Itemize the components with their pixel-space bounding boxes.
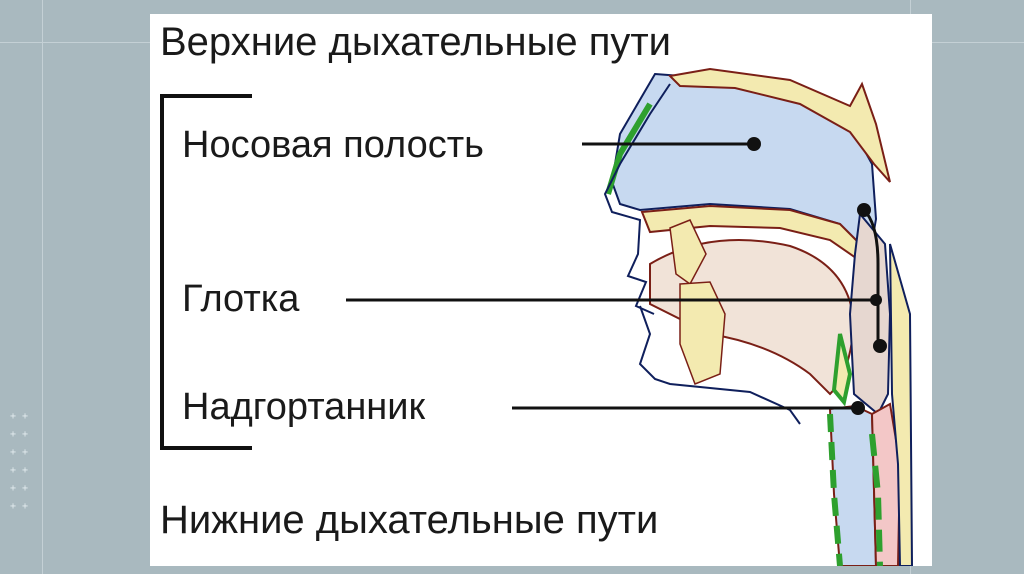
- upper-airways-heading: Верхние дыхательные пути: [160, 20, 671, 65]
- label-epiglottis: Надгортанник: [182, 386, 425, 429]
- nasal-cavity-pointer-dot: [747, 137, 761, 151]
- lower-airways-heading: Нижние дыхательные пути: [160, 498, 658, 543]
- pharynx-pointer-dot-bottom: [873, 339, 887, 353]
- pharynx-pointer-dot-top: [857, 203, 871, 217]
- label-pharynx: Глотка: [182, 278, 299, 321]
- frame-line-left: [42, 0, 43, 574]
- plus-decoration: + + + + + + + + + + + +: [10, 408, 36, 516]
- pharynx-region: [850, 214, 890, 414]
- pharynx-pointer-dot-mid: [870, 294, 882, 306]
- label-nasal-cavity: Носовая полость: [182, 124, 484, 167]
- epiglottis-pointer-dot: [851, 401, 865, 415]
- slide: Верхние дыхательные пути Носовая полость…: [150, 14, 932, 566]
